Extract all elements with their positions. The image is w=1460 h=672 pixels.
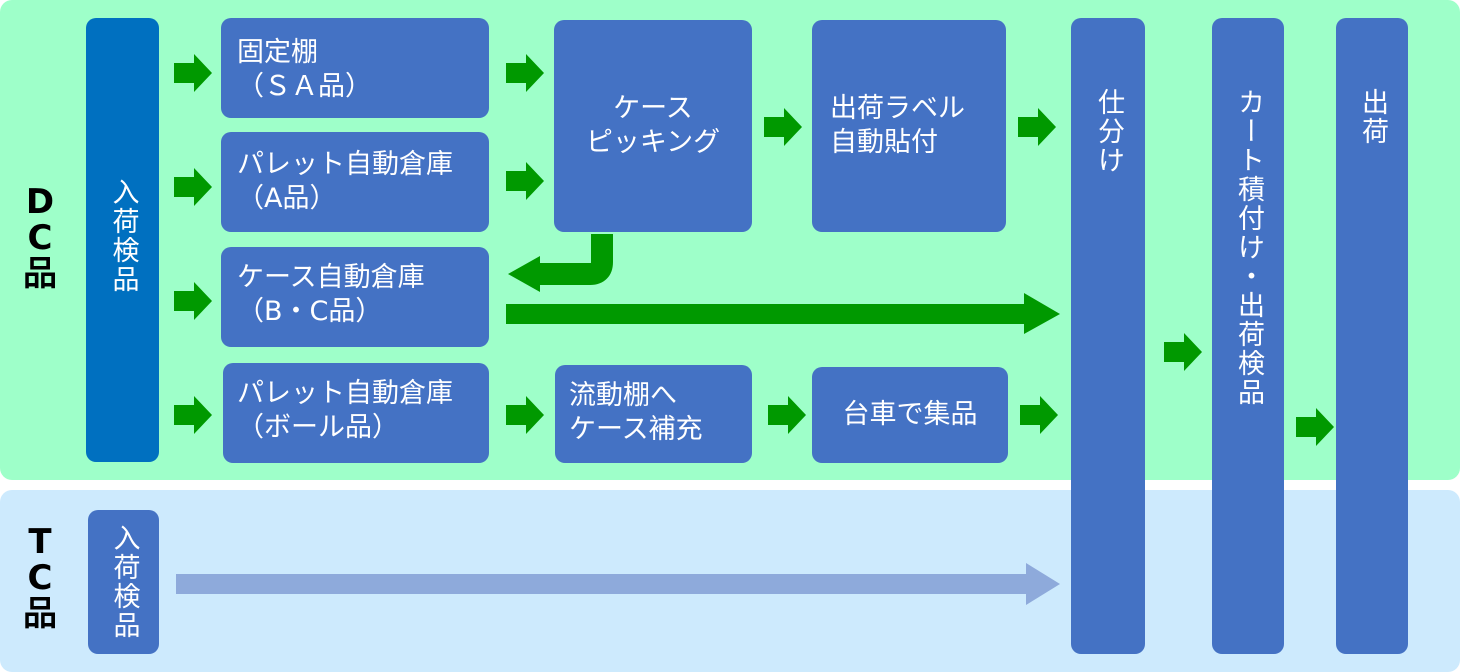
case-as-box: ケース自動倉庫 （B・C品） [221,247,489,347]
arrow-fixed-shelf-to-picking [506,54,544,92]
arrow-flow-rack-to-cart-collect [768,396,806,434]
arrow-sorting-to-cart-load [1164,333,1202,371]
flow-rack-label: 流動棚へ ケース補充 [569,380,703,445]
arrow-intake-to-pallet-as-a [174,168,212,206]
pallet-as-ball-label: パレット自動倉庫 （ボール品） [237,378,453,443]
flow-rack-box: 流動棚へ ケース補充 [555,365,752,463]
case-picking-label: ケース ピッキング [585,93,721,158]
sorting-label: 仕分け [1093,88,1124,175]
shipping-box: 出荷 [1336,18,1408,654]
arrow-pallet-as-a-to-picking [506,162,544,200]
tc-section-label: T C 品 [20,524,60,632]
tc-label-char-3: 品 [23,594,57,634]
sorting-box: 仕分け [1071,18,1145,654]
arrow-cart-load-to-shipping [1296,408,1334,446]
tc-intake-inspection-box: 入荷検品 [88,510,159,654]
tc-label-char-1: T [28,522,52,562]
cart-load-box: カート積付け・出荷検品 [1212,18,1284,654]
dc-intake-inspection-box: 入荷検品 [86,18,159,462]
arrow-label-to-sorting [1018,108,1056,146]
tc-intake-label: 入荷検品 [108,524,140,640]
cart-collect-box: 台車で集品 [812,367,1008,463]
label-apply-box: 出荷ラベル 自動貼付 [812,20,1006,232]
label-apply-label: 出荷ラベル 自動貼付 [830,93,965,158]
arrow-intake-to-case-as [174,282,212,320]
dc-label-char-3: 品 [23,254,57,294]
fixed-shelf-box: 固定棚 （ＳＡ品） [221,18,489,118]
tc-label-char-2: C [27,558,53,598]
pallet-as-a-label: パレット自動倉庫 （A品） [237,149,453,214]
case-picking-box: ケース ピッキング [554,20,752,232]
dc-intake-label: 入荷検品 [107,178,139,294]
arrow-cart-collect-to-sorting [1020,396,1058,434]
arrow-picking-to-label [764,108,802,146]
shipping-label: 出荷 [1357,88,1388,146]
dc-label-char-1: D [25,182,55,222]
dc-section-label: D C 品 [20,184,60,292]
fixed-shelf-label: 固定棚 （ＳＡ品） [237,37,372,102]
pallet-as-a-box: パレット自動倉庫 （A品） [221,132,489,232]
pallet-as-ball-box: パレット自動倉庫 （ボール品） [223,363,489,463]
case-as-label: ケース自動倉庫 （B・C品） [237,262,425,327]
arrow-case-as-to-sorting [506,293,1060,334]
arrow-intake-to-pallet-as-ball [174,396,212,434]
arrow-pallet-ball-to-flow-rack [506,396,544,434]
arrow-tc-intake-to-sorting [176,563,1060,605]
cart-collect-label: 台車で集品 [842,399,978,430]
cart-load-label: カート積付け・出荷検品 [1233,88,1264,407]
arrow-intake-to-fixed-shelf [174,54,212,92]
arrow-picking-return-to-case-as [508,234,613,292]
dc-label-char-2: C [27,218,53,258]
